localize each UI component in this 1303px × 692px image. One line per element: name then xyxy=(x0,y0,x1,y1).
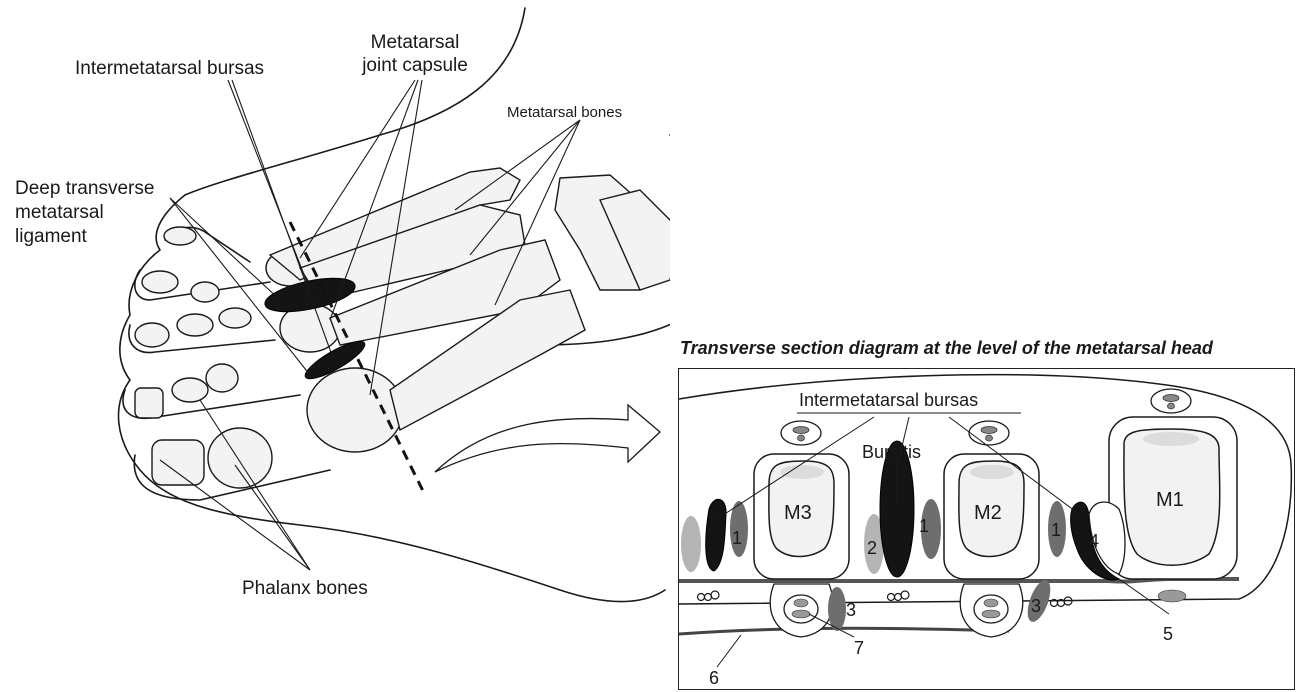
lumbrical-3a xyxy=(828,587,846,631)
label-metatarsal-bones: Metatarsal bones xyxy=(507,104,622,122)
bone-label-m3: M3 xyxy=(784,502,812,524)
label-phalanx-bones: Phalanx bones xyxy=(242,578,368,600)
nv-bundle-2a xyxy=(888,594,895,601)
label-deep-transverse-3: ligament xyxy=(15,226,87,248)
num-7: 7 xyxy=(854,639,864,657)
phalanx-2b xyxy=(172,378,208,402)
label-metatarsal-joint-capsule-2: joint capsule xyxy=(355,55,475,77)
phalanx-2a xyxy=(135,388,163,418)
nv-bundle-2c xyxy=(901,591,909,599)
phalanx-3a xyxy=(135,323,169,347)
metatarsal-head-2 xyxy=(307,368,403,452)
num-5: 5 xyxy=(1163,625,1173,643)
phalanx-4a xyxy=(142,271,178,293)
num-1b: 1 xyxy=(919,517,929,535)
tendon-core-m1a xyxy=(1163,395,1179,402)
bone-label-m1: M1 xyxy=(1156,489,1184,511)
tendon-core-m3b xyxy=(798,435,805,441)
tendon-core-m2b xyxy=(986,435,993,441)
leader-6 xyxy=(717,635,741,667)
leader-phalanx-3 xyxy=(200,400,310,570)
nv-bundle-1a xyxy=(698,594,705,601)
phalanx-1a xyxy=(152,440,204,485)
phalanx-3b xyxy=(177,314,213,336)
label-intermetatarsal-bursas: Intermetatarsal bursas xyxy=(75,58,264,80)
num-1a: 1 xyxy=(732,529,742,547)
cartilage-m3 xyxy=(780,465,824,479)
tendon-core-m1b xyxy=(1168,403,1175,409)
label-deep-transverse-1: Deep transverse xyxy=(15,178,154,200)
label-metatarsal-joint-capsule-1: Metatarsal xyxy=(355,32,475,54)
num-2: 2 xyxy=(867,539,877,557)
nv-bundle-1c xyxy=(711,591,719,599)
flexor-m1 xyxy=(1158,590,1186,602)
bursa-light-left xyxy=(681,516,701,572)
phalanx-4b xyxy=(191,282,219,302)
arrow-to-section xyxy=(435,405,660,472)
flexor-core-m3a xyxy=(794,599,808,607)
tendon-core-m3a xyxy=(793,427,809,434)
flexor-core-m3b xyxy=(792,610,810,618)
phalanx-1b xyxy=(208,428,272,488)
flexor-core-m2a xyxy=(984,599,998,607)
num-3b: 3 xyxy=(1031,597,1041,615)
phalanx-3c xyxy=(219,308,251,328)
section-diagram xyxy=(679,369,1295,690)
section-title: Transverse section diagram at the level … xyxy=(680,338,1213,359)
phalanx-2c xyxy=(206,364,238,392)
num-4: 4 xyxy=(1089,532,1099,550)
cartilage-m2 xyxy=(970,465,1014,479)
section-label-intermetatarsal-bursas: Intermetatarsal bursas xyxy=(799,389,978,411)
cartilage-m1 xyxy=(1143,432,1199,446)
fascia-line xyxy=(679,628,1009,634)
section-panel: Intermetatarsal bursas Bursitis M3 M2 M1… xyxy=(678,368,1295,690)
bursa-dark-1 xyxy=(706,499,726,571)
tendon-core-m2a xyxy=(981,427,997,434)
label-deep-transverse-2: metatarsal xyxy=(15,202,104,224)
num-3a: 3 xyxy=(846,601,856,619)
phalanx-5a xyxy=(164,227,196,245)
bone-label-m2: M2 xyxy=(974,502,1002,524)
flexor-core-m2b xyxy=(982,610,1000,618)
num-6: 6 xyxy=(709,669,719,687)
section-label-bursitis: Bursitis xyxy=(862,441,921,463)
leader-ligament-1 xyxy=(170,198,280,300)
num-1c: 1 xyxy=(1051,521,1061,539)
